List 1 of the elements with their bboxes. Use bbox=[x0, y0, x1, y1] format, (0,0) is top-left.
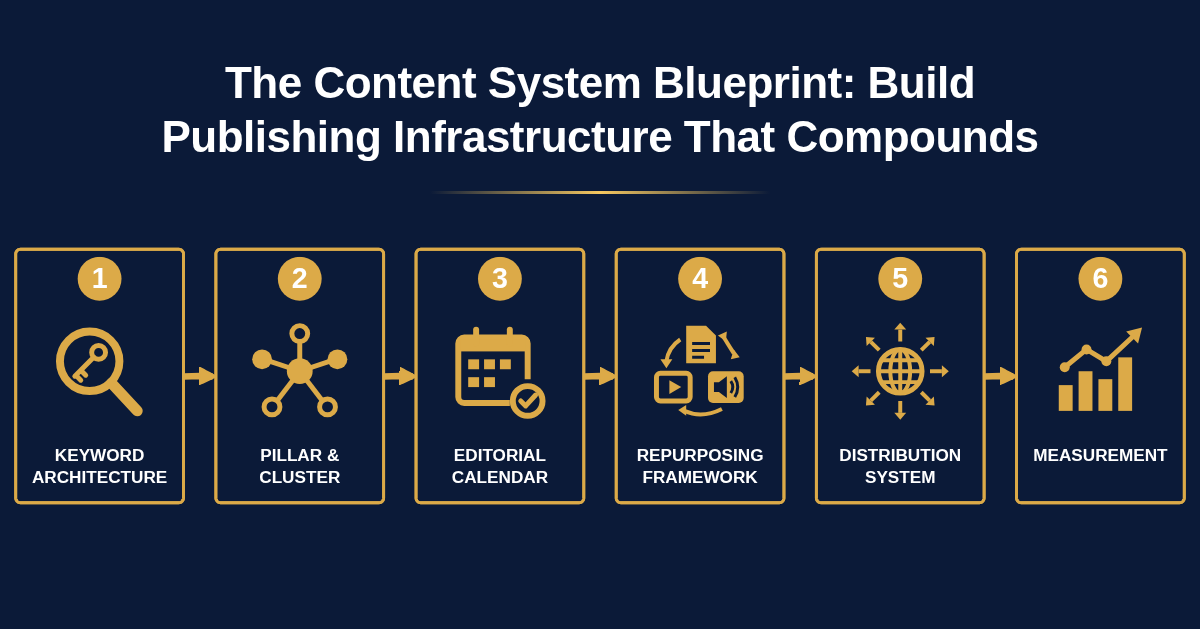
title: The Content System Blueprint: Build Publishing Infrastructure That Compounds bbox=[160, 57, 1040, 163]
